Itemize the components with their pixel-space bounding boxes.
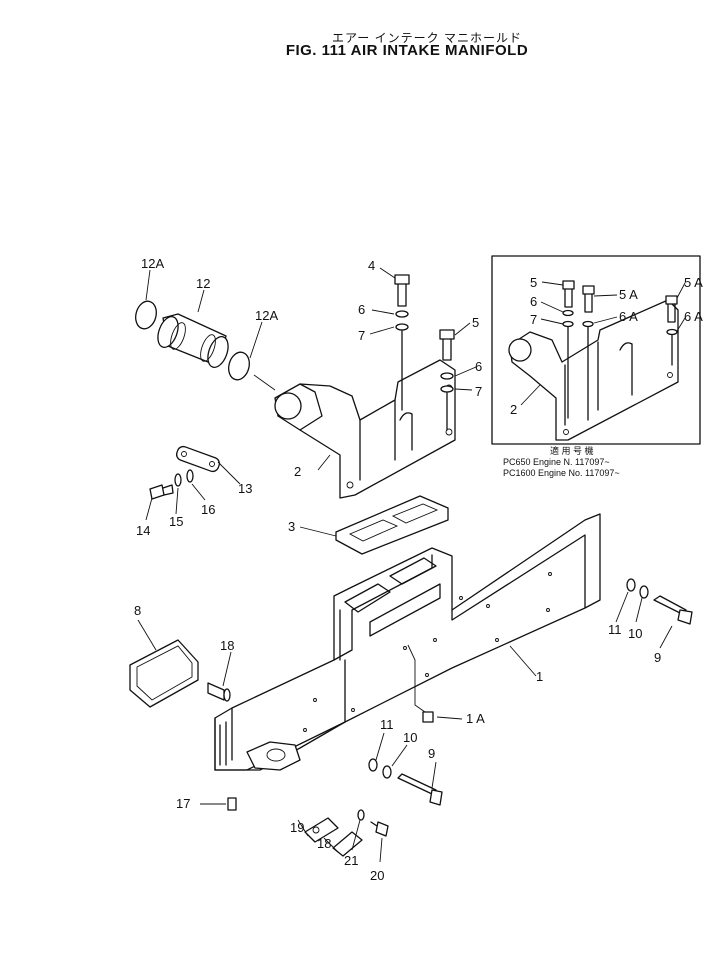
applicability-heading: 適 用 号 機	[550, 445, 594, 456]
inset-panel	[491, 255, 701, 445]
callout-15: 13	[238, 481, 252, 496]
callout-22: 20	[370, 868, 384, 883]
callout-11-lower: 10	[403, 730, 417, 745]
inset-callout-2: 2	[510, 402, 517, 417]
callout-9: 9	[654, 650, 661, 665]
applicability-line-2: PC1600 Engine No. 117097~	[503, 468, 620, 478]
callout-2: 2	[294, 464, 301, 479]
figure-title: FIG. 111 AIR INTAKE MANIFOLD	[285, 42, 529, 59]
callout-12-lower: 11	[380, 717, 394, 732]
callout-3: 3	[288, 519, 295, 534]
callout-20: 18	[317, 836, 331, 851]
callout-5: 5	[472, 315, 479, 330]
gasket-3-drawing	[335, 495, 449, 555]
gasket-15-drawing	[175, 445, 221, 473]
figure-title-japanese: エアー インテーク マニホールド	[332, 31, 522, 45]
callout-1A: 1 A	[466, 711, 485, 726]
callout-6-upper: 6	[358, 302, 365, 317]
callout-12-right: 11	[608, 622, 622, 637]
callout-13: 12	[196, 276, 210, 291]
callout-23: 21	[344, 853, 358, 868]
tube-13-drawing	[135, 300, 250, 381]
callout-7-right: 7	[475, 384, 482, 399]
callout-4: 4	[368, 258, 375, 273]
inset-callout-6A: 6 A	[619, 309, 638, 324]
inset-callout-7: 7	[530, 312, 537, 327]
manifold-body-drawing	[214, 513, 601, 771]
callout-12A: 18	[220, 638, 234, 653]
gasket-8-drawing	[129, 639, 199, 708]
callout-11-right: 10	[628, 626, 642, 641]
callout-14-right: 12A	[255, 308, 278, 323]
inset-callout-6: 6	[530, 294, 537, 309]
inset-callout-6A-right: 6 A	[684, 309, 703, 324]
fasteners-drawing	[149, 274, 693, 857]
callout-17: 15	[169, 514, 183, 529]
callout-7-upper: 7	[358, 328, 365, 343]
elbow-2-drawing	[274, 359, 456, 499]
callout-8: 8	[134, 603, 141, 618]
callout-21: 19	[290, 820, 304, 835]
leader-lines	[137, 267, 673, 863]
callout-16: 14	[136, 523, 150, 538]
applicability-line-1: PC650 Engine N. 117097~	[503, 457, 610, 467]
callout-19: 17	[176, 796, 190, 811]
callout-6-right: 6	[475, 359, 482, 374]
callout-labels: 12A 12 12A 4 6 7 5 6 7 2 13 14 15 16 3 8…	[134, 256, 703, 883]
inset-callout-5A-right: 5 A	[684, 275, 703, 290]
callout-14-left: 12A	[141, 256, 164, 271]
callout-10: 9	[428, 746, 435, 761]
callout-1: 1	[536, 669, 543, 684]
inset-callout-5: 5	[530, 275, 537, 290]
callout-18: 16	[201, 502, 215, 517]
inset-applicability: 適 用 号 機 PC650 Engine N. 117097~ PC1600 E…	[503, 445, 620, 478]
inset-callout-5A: 5 A	[619, 287, 638, 302]
